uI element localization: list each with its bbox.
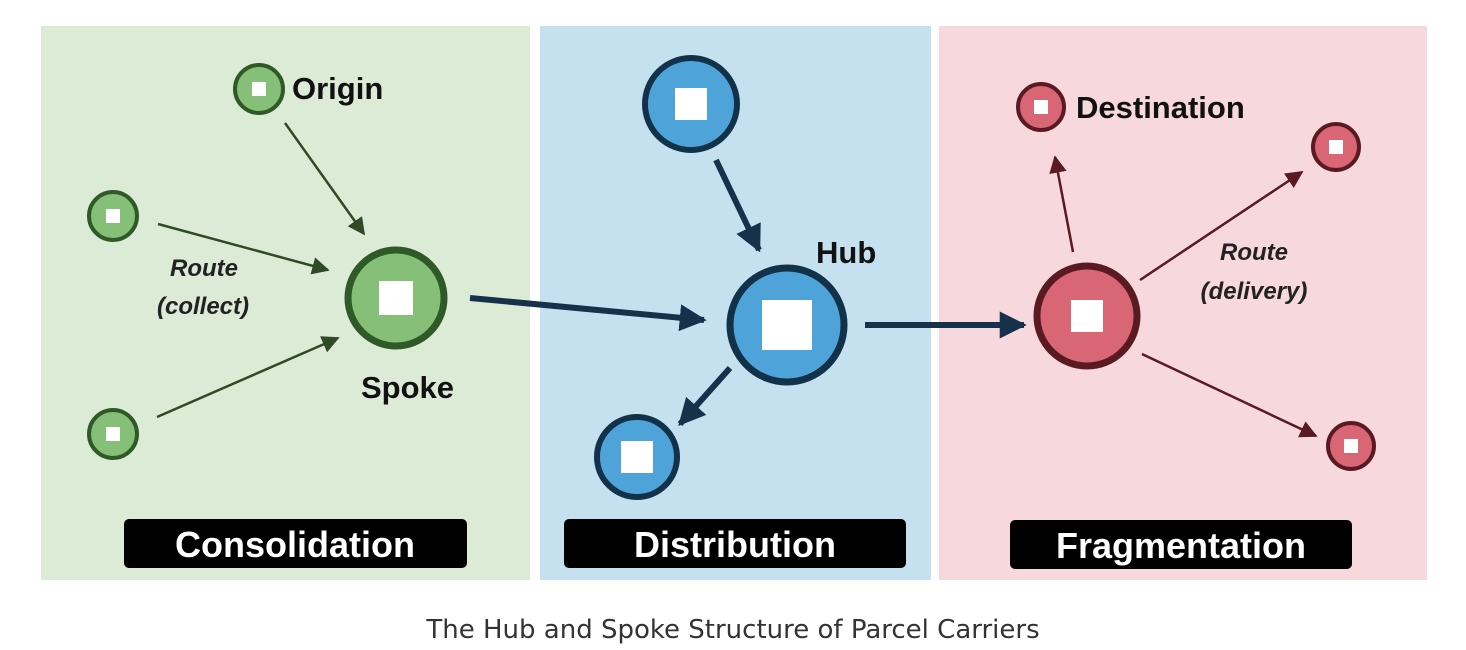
consolidation-panel xyxy=(41,26,530,580)
fragmentation-label: Fragmentation xyxy=(1056,525,1306,566)
arrow-hub-to-bottom-node xyxy=(677,366,733,427)
arrow-spoke-to-node-right-top xyxy=(1139,170,1304,282)
origin-label: Origin xyxy=(292,71,383,106)
destination-node xyxy=(1016,82,1066,132)
distribution-node-top xyxy=(642,55,740,153)
fragmentation-label-box: Fragmentation xyxy=(1010,520,1352,569)
distribution-label-box: Distribution xyxy=(564,519,906,568)
consolidation-label: Consolidation xyxy=(175,524,415,565)
route-collect-label-line2: (collect) xyxy=(157,293,249,320)
route-delivery-label-line1: Route xyxy=(1220,239,1288,266)
hub-and-spoke-diagram: Origin Spoke Hub Destination Route (coll… xyxy=(41,26,1427,580)
spoke-label: Spoke xyxy=(361,370,454,405)
delivery-node-right-top xyxy=(1311,122,1361,172)
hub-node xyxy=(726,264,848,386)
distribution-node-bottom xyxy=(594,414,680,500)
route-delivery-label-line2: (delivery) xyxy=(1201,278,1308,305)
figure-caption: The Hub and Spoke Structure of Parcel Ca… xyxy=(426,615,1040,645)
arrow-spoke-to-node-right-bottom xyxy=(1141,352,1318,438)
arrow-origin-to-spoke xyxy=(283,122,366,236)
route-collect-label-line1: Route xyxy=(170,255,238,282)
arrow-top-node-to-hub xyxy=(713,158,762,253)
delivery-node-right-bottom xyxy=(1326,421,1376,471)
collect-node-top xyxy=(87,190,139,242)
spoke-node-consolidation xyxy=(344,246,448,350)
origin-node xyxy=(233,63,285,115)
spoke-node-fragmentation xyxy=(1033,262,1141,370)
arrow-node-top-to-spoke xyxy=(157,222,330,275)
arrow-node-bottom-to-spoke xyxy=(156,336,340,419)
collect-node-bottom xyxy=(87,408,139,460)
hub-label: Hub xyxy=(816,235,876,270)
distribution-label: Distribution xyxy=(634,524,836,565)
arrow-spoke-to-hub xyxy=(469,295,707,332)
consolidation-label-box: Consolidation xyxy=(124,519,467,568)
arrow-spoke-to-destination xyxy=(1049,155,1075,253)
destination-label: Destination xyxy=(1076,90,1245,125)
